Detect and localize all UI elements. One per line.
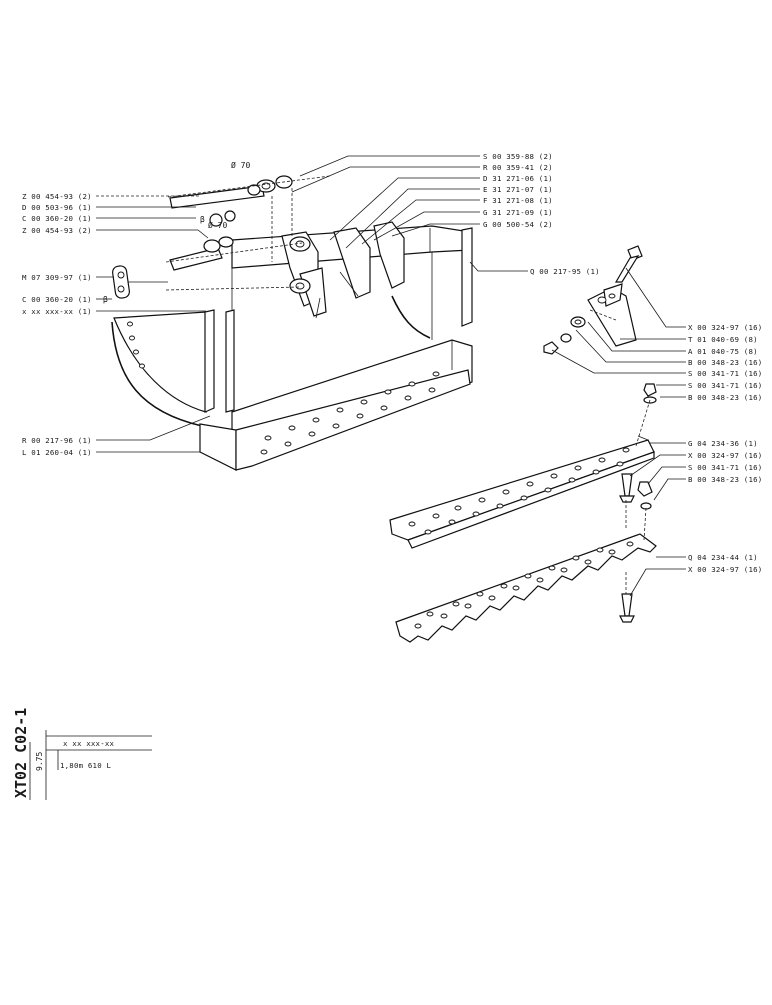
- part-label-top-right: G 31 271-09 (1): [483, 208, 553, 217]
- part-label-left: C 00 360-20 (1): [22, 295, 92, 304]
- dimension-annotations: Ø 70 Ø 70 β β: [103, 160, 250, 304]
- bucket-description: 1,80m 610 L: [60, 761, 111, 770]
- left-part-labels: Z 00 454-93 (2) D 00 503-96 (1) C 00 360…: [22, 192, 92, 457]
- right-part-labels: X 00 324-97 (16) T 01 040-69 (8) A 01 04…: [688, 323, 762, 574]
- toothed-cutting-edge: [395, 533, 657, 643]
- part-label-right: A 01 040-75 (8): [688, 347, 758, 356]
- part-label-right: B 00 348-23 (16): [688, 393, 762, 402]
- title-block: XT02 C02-1 9.75 x xx xxx-xx 1,80m 610 L: [12, 708, 152, 800]
- part-label-right: G 04 234-36 (1): [688, 439, 758, 448]
- part-label-top-right: D 31 271-06 (1): [483, 174, 553, 183]
- part-label-right: B 00 348-23 (16): [688, 358, 762, 367]
- floor-holes: [127, 321, 440, 455]
- reference-number: x xx xxx-xx: [63, 739, 114, 748]
- plain-cutting-edge: [389, 435, 655, 549]
- part-label-top-right: F 31 271-08 (1): [483, 196, 553, 205]
- part-label-right: B 00 348-23 (16): [688, 475, 762, 484]
- part-label-left: Z 00 454-93 (2): [22, 226, 92, 235]
- part-label-right: S 00 341-71 (16): [688, 369, 762, 378]
- part-label-left: D 00 503-96 (1): [22, 203, 92, 212]
- part-label-left: R 00 217-96 (1): [22, 436, 92, 445]
- top-right-part-labels: S 00 359-88 (2) R 00 359-41 (2) D 31 271…: [483, 152, 600, 276]
- part-label-right: T 01 040-69 (8): [688, 335, 758, 344]
- part-label-right: X 00 324-97 (16): [688, 451, 762, 460]
- part-label-left: M 07 309-97 (1): [22, 273, 92, 282]
- drawing-number: XT02 C02-1: [12, 708, 30, 798]
- part-label-left: C 00 360-20 (1): [22, 214, 92, 223]
- part-label-left: L 01 260-04 (1): [22, 448, 92, 457]
- part-label-top-right: S 00 359-88 (2): [483, 152, 553, 161]
- diameter-lower-label: Ø 70: [208, 220, 227, 230]
- part-label-top-right: G 00 500-54 (2): [483, 220, 553, 229]
- part-label-top-right: Q 00 217-95 (1): [530, 267, 600, 276]
- part-label-left: Z 00 454-93 (2): [22, 192, 92, 201]
- beta-lower-label: β: [103, 295, 108, 304]
- beta-upper-label: β: [200, 215, 205, 224]
- part-label-right: S 00 341-71 (16): [688, 381, 762, 390]
- part-label-right: Q 04 234-44 (1): [688, 553, 758, 562]
- mounting-bracket-assembly: [112, 175, 405, 319]
- diameter-upper-label: Ø 70: [231, 160, 250, 170]
- part-label-left: x xx xxx-xx (1): [22, 307, 92, 316]
- part-label-right: X 00 324-97 (16): [688, 565, 762, 574]
- leader-lines: [96, 155, 686, 597]
- part-label-top-right: R 00 359-41 (2): [483, 163, 553, 172]
- part-label-top-right: E 31 271-07 (1): [483, 185, 553, 194]
- part-label-right: S 00 341-71 (16): [688, 463, 762, 472]
- revision-date: 9.75: [35, 752, 44, 771]
- part-label-right: X 00 324-97 (16): [688, 323, 762, 332]
